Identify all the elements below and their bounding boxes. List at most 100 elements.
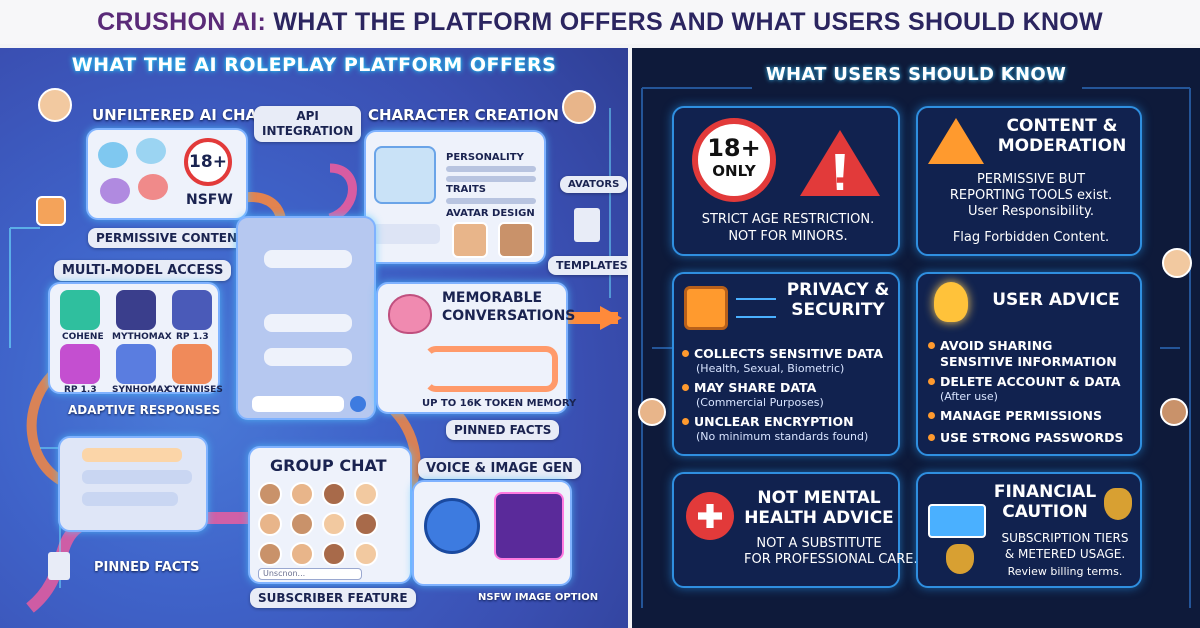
api-line-1: API bbox=[296, 109, 319, 123]
brand-name: CRUSHON AI: bbox=[97, 7, 267, 36]
window-controls bbox=[246, 224, 286, 232]
lightbulb-icon bbox=[934, 282, 968, 322]
model-icon bbox=[116, 344, 156, 384]
voice-image-card bbox=[412, 480, 572, 586]
participant-avatar bbox=[258, 482, 282, 506]
privacy-item-sub: (Health, Sexual, Biometric) bbox=[696, 362, 845, 375]
privacy-item-sub: (No minimum standards found) bbox=[696, 430, 869, 443]
memorable-line-1: MEMORABLE bbox=[442, 290, 543, 306]
knowledge-heading: WHAT USERS SHOULD KNOW bbox=[765, 64, 1067, 85]
privacy-item-sub: (Commercial Purposes) bbox=[696, 396, 824, 409]
user-advice-card: USER ADVICE AVOID SHARING SENSITIVE INFO… bbox=[916, 272, 1142, 456]
mental-text-1: NOT A SUBSTITUTE bbox=[756, 536, 882, 551]
advice-title: USER ADVICE bbox=[992, 290, 1120, 310]
token-memory-label: UP TO 16K TOKEN MEMORY bbox=[422, 398, 577, 409]
character-creation-card: PERSONALITY TRAITS AVATAR DESIGN bbox=[364, 130, 546, 264]
privacy-item-main: MAY SHARE DATA bbox=[694, 380, 817, 395]
advice-item: MANAGE PERMISSIONS bbox=[928, 408, 1102, 423]
advice-item: USE STRONG PASSWORDS bbox=[928, 430, 1123, 445]
privacy-item: COLLECTS SENSITIVE DATA bbox=[682, 346, 883, 361]
chat-bubble-icon bbox=[138, 174, 168, 200]
character-creation-title: CHARACTER CREATION bbox=[368, 106, 559, 124]
offers-panel: WHAT THE AI ROLEPLAY PLATFORM OFFERS UNF… bbox=[0, 48, 628, 628]
age-18-only-badge: 18+ ONLY bbox=[692, 118, 776, 202]
permissive-content-caption: PERMISSIVE CONTENT bbox=[88, 228, 254, 248]
credit-card-icon bbox=[928, 504, 986, 538]
avatar-option[interactable] bbox=[498, 222, 534, 258]
chat-message bbox=[82, 470, 192, 484]
advice-item-sub: (After use) bbox=[940, 390, 998, 403]
chat-input[interactable] bbox=[252, 396, 344, 412]
mental-title-1: NOT MENTAL bbox=[757, 488, 881, 508]
nsfw-image-option-caption: NSFW IMAGE OPTION bbox=[478, 592, 599, 603]
bullet-icon bbox=[928, 342, 935, 349]
bullet-icon bbox=[928, 378, 935, 385]
bullet-icon bbox=[682, 418, 689, 425]
user-avatar-icon bbox=[38, 88, 72, 122]
chat-bubble-icon bbox=[136, 138, 166, 164]
privacy-item: UNCLEAR ENCRYPTION bbox=[682, 414, 854, 429]
advice-item-main-2: SENSITIVE INFORMATION bbox=[940, 354, 1117, 369]
age-restriction-card: 18+ ONLY STRICT AGE RESTRICTION. NOT FOR… bbox=[672, 106, 900, 256]
multi-model-card: COHENE MYTHOMAX RP 1.3 RP 1.3 SYNHOMAX C… bbox=[48, 282, 223, 395]
group-chat-card: GROUP CHAT Unscnon... bbox=[248, 446, 412, 584]
model-name: MYTHOMAX bbox=[112, 332, 172, 342]
content-title-2: MODERATION bbox=[997, 136, 1127, 156]
content-text-3: User Responsibility. bbox=[968, 204, 1094, 219]
memory-timeline bbox=[424, 346, 558, 392]
advice-item-main: DELETE ACCOUNT & DATA bbox=[940, 374, 1121, 389]
warning-icon-mark bbox=[835, 154, 845, 190]
traits-slider[interactable] bbox=[446, 198, 536, 204]
participant-avatar bbox=[290, 542, 314, 566]
mood-slider[interactable] bbox=[446, 176, 536, 182]
templates-label: TEMPLATES bbox=[548, 256, 628, 275]
advice-item: AVOID SHARING bbox=[928, 338, 1052, 353]
participant-avatar bbox=[322, 482, 346, 506]
personality-slider[interactable] bbox=[446, 166, 536, 172]
brain-icon bbox=[388, 294, 432, 334]
offers-heading: WHAT THE AI ROLEPLAY PLATFORM OFFERS bbox=[0, 54, 628, 76]
age-text-1: STRICT AGE RESTRICTION. bbox=[701, 212, 875, 227]
ai-image-thumbnail bbox=[494, 492, 564, 560]
age-18-badge: 18+ bbox=[184, 138, 232, 186]
privacy-item-main: UNCLEAR ENCRYPTION bbox=[694, 414, 854, 429]
microphone-icon bbox=[424, 498, 480, 554]
mental-text-2: FOR PROFESSIONAL CARE. bbox=[744, 552, 918, 567]
unfiltered-chat-card: 18+ NSFW bbox=[86, 128, 248, 220]
age-text-2: NOT FOR MINORS. bbox=[728, 229, 848, 244]
chat-message bbox=[264, 250, 352, 268]
participant-avatar bbox=[322, 542, 346, 566]
model-name: RP 1.3 bbox=[64, 385, 97, 395]
nsfw-label: NSFW bbox=[186, 192, 233, 208]
send-icon[interactable] bbox=[350, 396, 366, 412]
participant-avatar bbox=[258, 542, 282, 566]
title-text: WHAT THE PLATFORM OFFERS AND WHAT USERS … bbox=[266, 7, 1103, 36]
avatar-design-label: AVATAR DESIGN bbox=[446, 208, 535, 219]
offers-heading-text: WHAT THE AI ROLEPLAY PLATFORM OFFERS bbox=[71, 54, 557, 76]
memorable-line-2: CONVERSATIONS bbox=[442, 308, 576, 324]
chat-window bbox=[236, 216, 376, 420]
model-icon bbox=[116, 290, 156, 330]
character-portrait bbox=[374, 146, 436, 204]
caution-icon bbox=[928, 118, 984, 164]
model-name: CYENNISES bbox=[166, 385, 223, 395]
participant-avatar bbox=[258, 512, 282, 536]
participant-avatar bbox=[354, 512, 378, 536]
avatar-option[interactable] bbox=[452, 222, 488, 258]
pinned-facts-bottom: PINNED FACTS bbox=[94, 560, 200, 575]
group-chat-input[interactable]: Unscnon... bbox=[258, 568, 362, 580]
user-avatar-icon bbox=[36, 196, 66, 226]
money-bag-icon bbox=[1104, 488, 1132, 520]
age-18-badge-text: 18+ bbox=[189, 152, 227, 172]
chat-bubble-icon bbox=[98, 142, 128, 168]
content-text-4: Flag Forbidden Content. bbox=[952, 230, 1110, 245]
pinned-facts-caption: PINNED FACTS bbox=[446, 420, 560, 440]
bullet-icon bbox=[928, 434, 935, 441]
content-moderation-card: CONTENT & MODERATION PERMISSIVE BUT REPO… bbox=[916, 106, 1142, 256]
chat-message bbox=[82, 448, 182, 462]
unfiltered-chat-title: UNFILTERED AI CHAT bbox=[92, 106, 267, 124]
user-avatar-icon bbox=[1162, 248, 1192, 278]
chat-message bbox=[264, 314, 352, 332]
money-bag-icon bbox=[946, 544, 974, 574]
financial-title-1: FINANCIAL bbox=[993, 482, 1097, 502]
